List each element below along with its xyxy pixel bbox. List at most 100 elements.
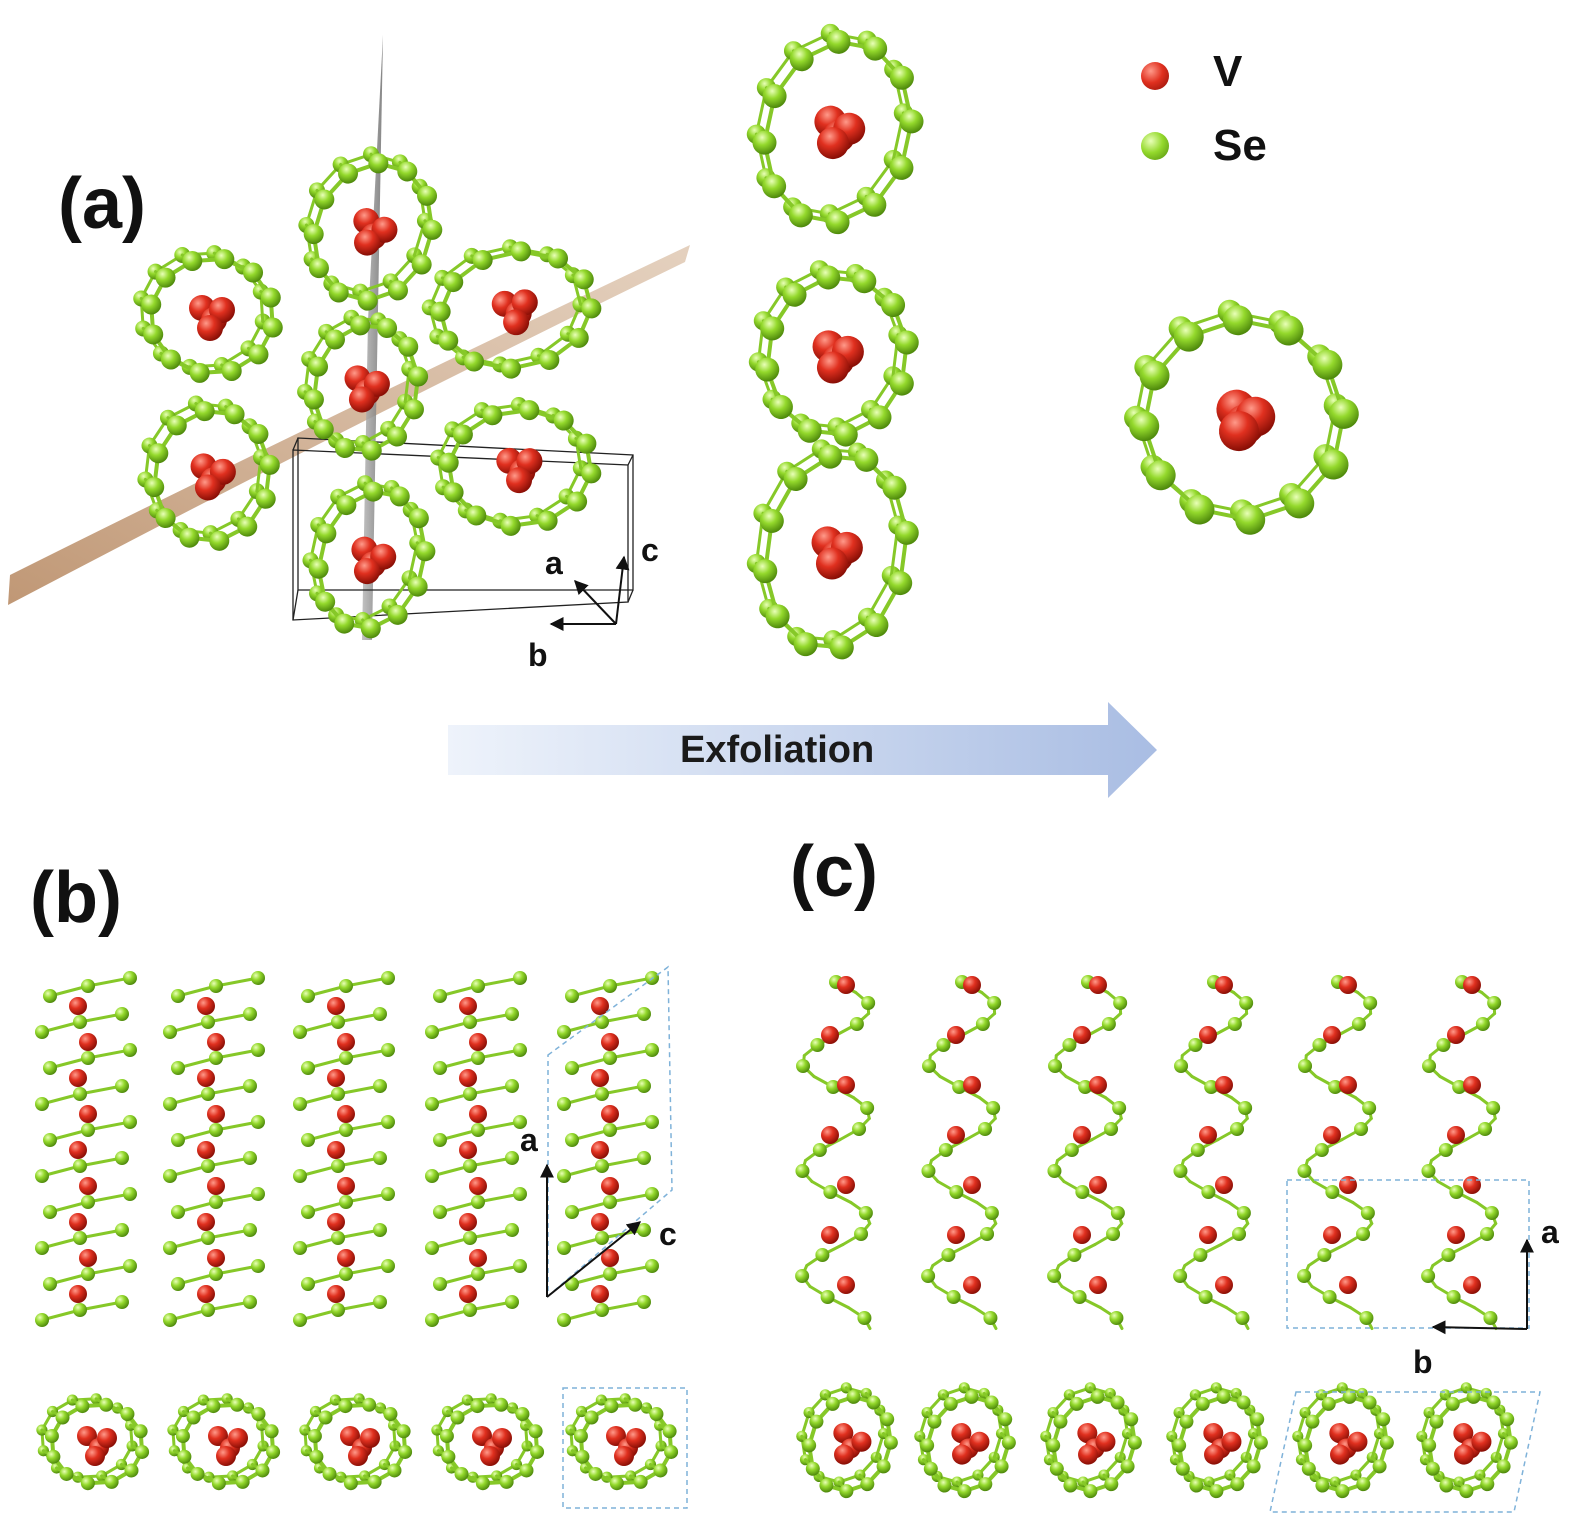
- se-atom: [1047, 1164, 1062, 1178]
- se-atom: [1239, 996, 1254, 1010]
- v-atom: [1339, 1176, 1357, 1194]
- v-atom: [851, 1431, 872, 1452]
- se-atom: [425, 1313, 439, 1327]
- se-atom: [595, 1303, 609, 1317]
- se-atom: [604, 1399, 619, 1414]
- se-atom: [313, 419, 334, 440]
- se-atom: [645, 1259, 659, 1273]
- se-atom: [864, 613, 889, 638]
- v-atom: [197, 1285, 215, 1303]
- panel-b-axis-label-a: a: [520, 1122, 538, 1158]
- se-atom: [251, 1043, 265, 1057]
- se-atom: [452, 424, 473, 445]
- v-atom: [469, 1177, 487, 1195]
- se-atom: [565, 1277, 579, 1291]
- se-atom: [1198, 1290, 1213, 1304]
- se-atom: [637, 1295, 651, 1309]
- se-atom: [243, 1151, 257, 1165]
- se-atom: [1048, 1059, 1063, 1073]
- v-atom: [591, 1069, 609, 1087]
- se-atom: [339, 1195, 353, 1209]
- se-bond: [336, 1084, 382, 1096]
- se-atom: [1112, 1101, 1127, 1115]
- se-bond: [78, 1228, 124, 1240]
- v-atom: [469, 1249, 487, 1267]
- v-atom: [1199, 1026, 1217, 1044]
- se-atom: [331, 1231, 345, 1245]
- se-atom: [1446, 1290, 1461, 1304]
- v-atom: [1453, 1423, 1474, 1444]
- v-atom: [1218, 411, 1259, 452]
- v-atom: [459, 1141, 477, 1159]
- se-atom: [946, 1290, 961, 1304]
- se-atom: [450, 1410, 465, 1425]
- se-atom: [513, 1259, 527, 1273]
- se-atom: [1047, 1269, 1062, 1283]
- panel-c-end-on-4: [1292, 1382, 1394, 1499]
- se-atom: [1439, 1478, 1454, 1493]
- se-atom: [882, 475, 907, 500]
- se-atom: [422, 219, 443, 240]
- se-atom: [782, 282, 807, 307]
- se-atom: [1072, 1290, 1087, 1304]
- se-atom: [367, 1474, 382, 1489]
- panel-b-axis-triad: [540, 1163, 642, 1298]
- se-atom: [637, 1007, 651, 1021]
- v-atom: [480, 1446, 500, 1466]
- se-atom: [357, 290, 378, 311]
- v-atom: [969, 1431, 990, 1452]
- se-atom: [984, 1206, 999, 1220]
- se-atom: [43, 1133, 57, 1147]
- v-atom: [69, 1285, 87, 1303]
- se-atom: [166, 415, 187, 436]
- se-bond: [86, 1048, 132, 1060]
- se-atom: [463, 1231, 477, 1245]
- se-atom: [209, 1123, 223, 1137]
- se-bond: [336, 1300, 382, 1312]
- se-atom: [795, 1269, 810, 1283]
- se-atom: [1445, 1396, 1460, 1411]
- chain-a-center-bottom: [302, 475, 436, 639]
- v-atom: [1215, 1076, 1233, 1094]
- se-atom: [201, 1231, 215, 1245]
- se-atom: [1216, 1389, 1231, 1404]
- v-atom: [591, 1285, 609, 1303]
- se-atom: [201, 1015, 215, 1029]
- se-bond: [468, 1300, 514, 1312]
- se-atom: [1297, 1164, 1312, 1178]
- se-bond: [214, 1048, 260, 1060]
- se-atom: [810, 1038, 825, 1052]
- v-atom: [1347, 1431, 1368, 1452]
- se-atom: [1101, 1017, 1116, 1031]
- se-atom: [425, 1097, 439, 1111]
- se-bond: [336, 1228, 382, 1240]
- panel-c-chain-column-4: [1297, 975, 1378, 1330]
- se-atom: [998, 1412, 1013, 1427]
- se-atom: [331, 1303, 345, 1317]
- v-atom: [1204, 1444, 1225, 1465]
- se-atom: [35, 1097, 49, 1111]
- v-atom: [1463, 1176, 1481, 1194]
- v-atom: [194, 474, 221, 501]
- se-atom: [818, 444, 843, 469]
- v-atom: [947, 1026, 965, 1044]
- se-atom: [921, 1164, 936, 1178]
- se-bond: [78, 1084, 124, 1096]
- se-atom: [123, 971, 137, 985]
- se-atom: [251, 1407, 266, 1422]
- se-bond: [476, 1048, 522, 1060]
- se-atom: [1209, 1484, 1224, 1499]
- se-atom: [293, 1313, 307, 1327]
- v-atom: [207, 1105, 225, 1123]
- se-atom: [387, 426, 408, 447]
- panel-b-axis-label-c: c: [659, 1216, 677, 1252]
- se-atom: [179, 527, 200, 548]
- se-atom: [649, 1407, 664, 1422]
- se-atom: [1441, 1248, 1456, 1262]
- se-atom: [819, 1478, 834, 1493]
- panel-c-end-on-3: [1166, 1382, 1268, 1499]
- se-atom: [411, 254, 432, 275]
- se-atom: [595, 1159, 609, 1173]
- se-atom: [115, 1295, 129, 1309]
